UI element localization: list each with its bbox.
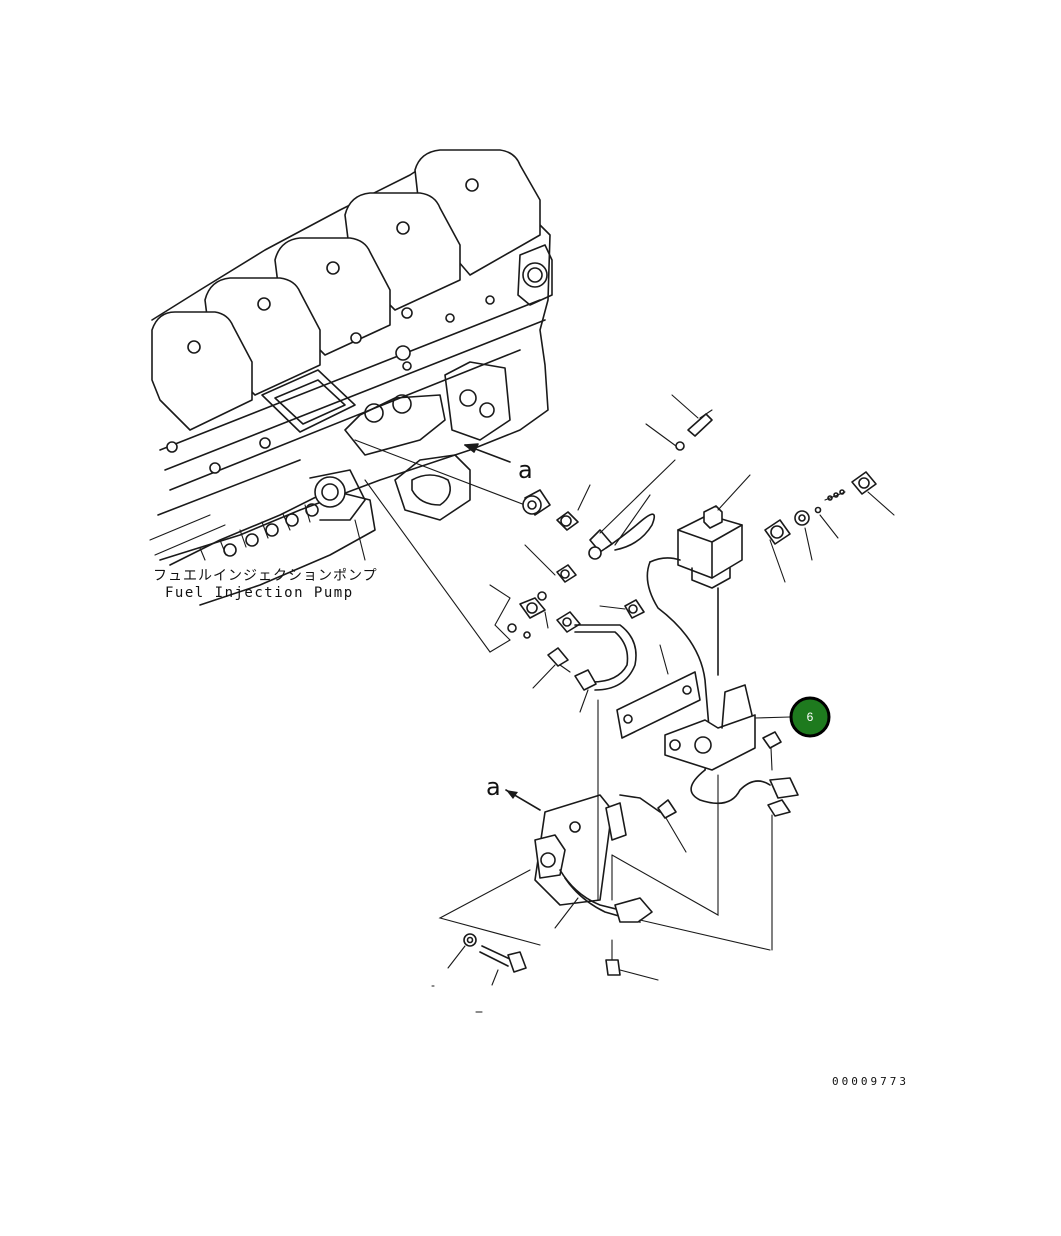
cover-bolts — [166, 178, 495, 474]
pump-label: フュエルインジェクションポンプ Fuel Injection Pump — [153, 568, 378, 601]
view-marker-a-upper: a — [518, 456, 533, 484]
rocker-covers — [151, 149, 541, 431]
callout-circle — [789, 696, 831, 738]
view-marker-upper: a — [464, 443, 533, 484]
lower-bracket — [431, 699, 771, 1013]
pump-label-en: Fuel Injection Pump — [165, 585, 354, 601]
pump-label-jp: フュエルインジェクションポンプ — [153, 568, 378, 584]
solenoid-valve — [646, 471, 895, 771]
engine-block — [149, 149, 553, 561]
plate-and-bracket — [616, 644, 799, 951]
view-marker-a-lower: a — [486, 773, 501, 801]
callout-number: 6 — [807, 710, 814, 724]
fittings — [489, 394, 713, 713]
callout-6[interactable]: 6 — [789, 696, 831, 738]
fuel-injection-pump — [169, 469, 376, 606]
drawing-number: 00009773 — [832, 1075, 909, 1088]
view-marker-lower: a — [486, 773, 541, 811]
